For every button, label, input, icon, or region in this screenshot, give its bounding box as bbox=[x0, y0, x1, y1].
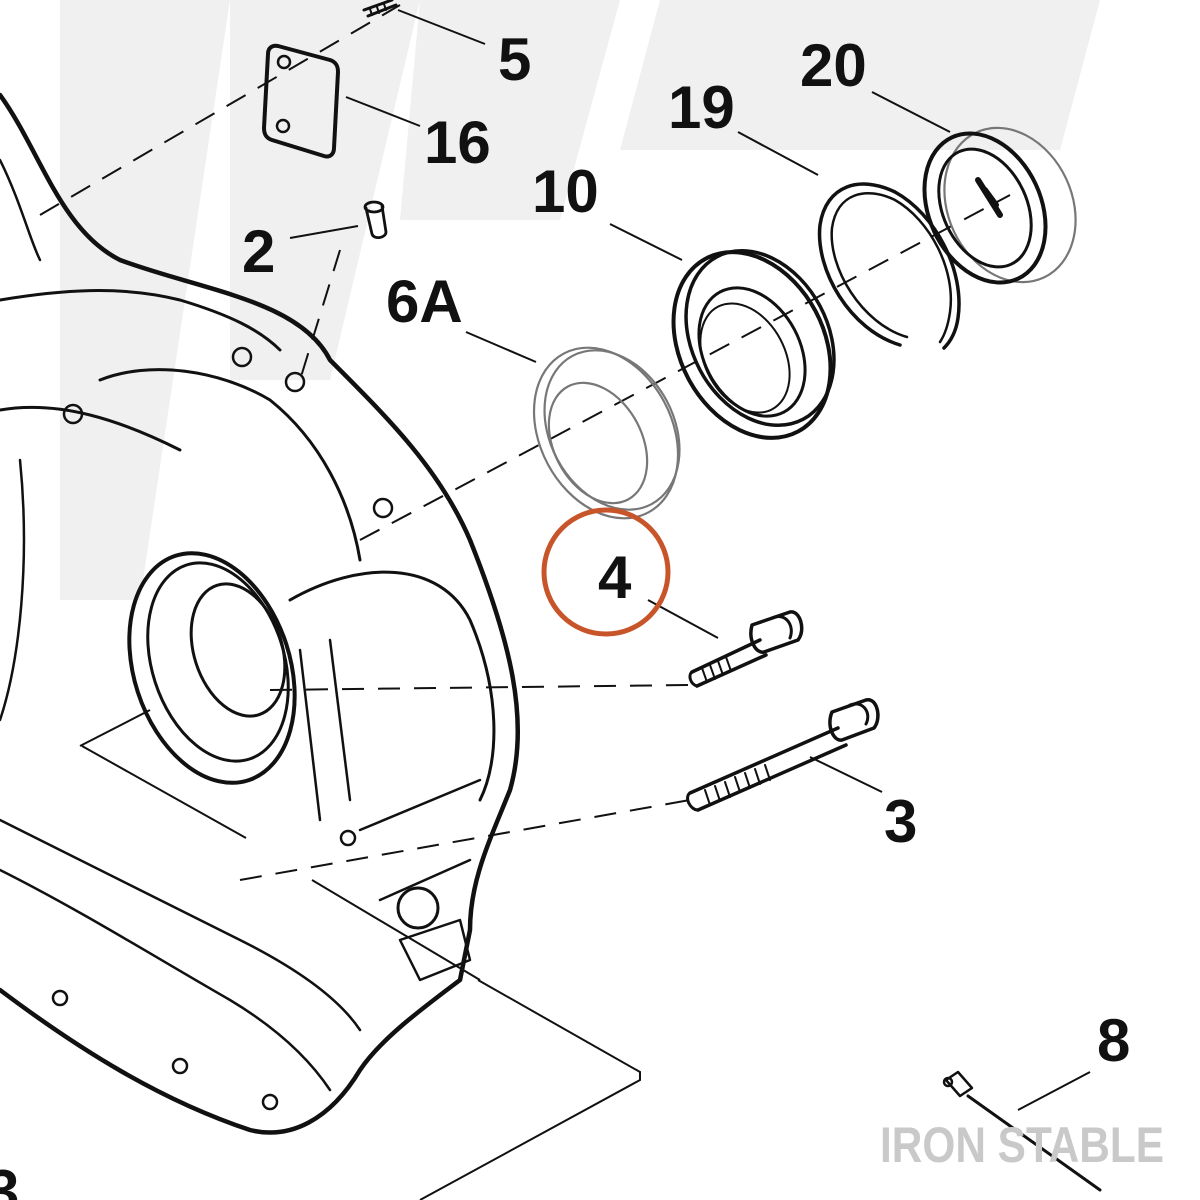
highlight-circle bbox=[541, 507, 671, 637]
callout-5: 5 bbox=[498, 26, 531, 93]
part-19-snap-ring bbox=[817, 182, 961, 350]
part-5-screw bbox=[362, 0, 398, 18]
callout-20: 20 bbox=[800, 32, 867, 99]
part-2-dowel-pin bbox=[363, 200, 388, 239]
part-10-oil-seal bbox=[671, 248, 836, 440]
callout-8: 8 bbox=[1097, 1007, 1130, 1074]
callout-edge-cut: 3 bbox=[0, 1158, 19, 1200]
part-16-cover-plate bbox=[262, 43, 340, 159]
brand-watermark: IRON STABLE bbox=[880, 1117, 1164, 1173]
callout-labels: 5 16 20 19 10 2 6A 4 3 8 3 bbox=[0, 26, 1130, 1200]
callout-4: 4 bbox=[598, 544, 632, 611]
callout-6a: 6A bbox=[386, 268, 463, 335]
callout-16: 16 bbox=[424, 109, 491, 176]
leader-lines bbox=[79, 9, 1091, 1200]
transmission-case-housing bbox=[0, 92, 521, 1135]
callout-3: 3 bbox=[884, 788, 917, 855]
part-3-bolt bbox=[686, 698, 880, 812]
part-8-sensor-wire bbox=[942, 1070, 1102, 1192]
part-4-bolt bbox=[688, 610, 804, 688]
callout-10: 10 bbox=[532, 158, 599, 225]
callout-2: 2 bbox=[242, 218, 275, 285]
callout-19: 19 bbox=[668, 74, 735, 141]
background-watermark bbox=[60, 0, 1100, 600]
part-20-bearing bbox=[922, 126, 1077, 285]
part-6a-thrust-washer bbox=[532, 346, 681, 520]
